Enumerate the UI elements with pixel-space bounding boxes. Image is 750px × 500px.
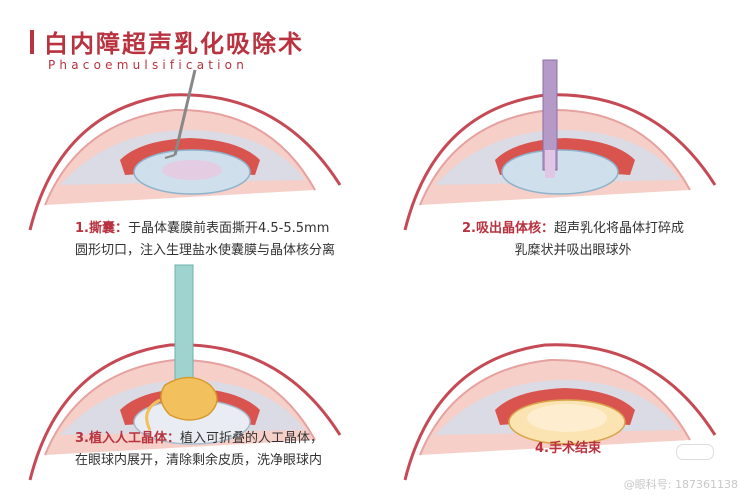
step-2-illustration bbox=[403, 59, 717, 231]
step-3-text-line1: 植入可折叠的人工晶体， bbox=[179, 431, 323, 446]
title-accent-bar bbox=[30, 30, 34, 54]
page-title: 白内障超声乳化吸除术 bbox=[44, 30, 304, 58]
step-3-text-line2: 在眼球内展开，清除剩余皮质，洗净眼球内 bbox=[75, 453, 323, 468]
step-4-panel: 4.手术结束 bbox=[375, 250, 750, 500]
watermark-logo bbox=[676, 444, 714, 460]
step-2-text-line1: 超声乳化将晶体打碎成 bbox=[553, 221, 684, 236]
step-3-caption: 3.植入人工晶体：植入可折叠的人工晶体， 在眼球内展开，清除剩余皮质，洗净眼球内 bbox=[75, 428, 323, 472]
step-1-label: 1.撕囊： bbox=[75, 221, 128, 236]
step-2-caption: 2.吸出晶体核：超声乳化将晶体打碎成 乳糜状并吸出眼球外 bbox=[453, 218, 693, 262]
step-2-text-line2: 乳糜状并吸出眼球外 bbox=[514, 243, 632, 258]
watermark-text: @眼科号: 187361138 bbox=[623, 478, 738, 491]
step-2-label: 2.吸出晶体核： bbox=[462, 221, 554, 236]
step-4-caption: 4.手术结束 bbox=[535, 438, 601, 460]
step-4-illustration bbox=[403, 343, 717, 481]
step-1-text-line2: 圆形切口，注入生理盐水使囊膜与晶体核分离 bbox=[75, 243, 336, 258]
page-subtitle: Phacoemulsification bbox=[48, 58, 249, 72]
step-1-illustration bbox=[28, 69, 342, 231]
step-1-text-line1: 于晶体囊膜前表面撕开4.5-5.5mm bbox=[127, 221, 330, 236]
step-1-caption: 1.撕囊：于晶体囊膜前表面撕开4.5-5.5mm 圆形切口，注入生理盐水使囊膜与… bbox=[75, 218, 335, 262]
step-4-label: 4.手术结束 bbox=[535, 441, 601, 456]
step-1-panel: 1.撕囊：于晶体囊膜前表面撕开4.5-5.5mm 圆形切口，注入生理盐水使囊膜与… bbox=[0, 0, 375, 258]
step-3-panel: 3.植入人工晶体：植入可折叠的人工晶体， 在眼球内展开，清除剩余皮质，洗净眼球内 bbox=[0, 250, 375, 500]
step-2-panel: 2.吸出晶体核：超声乳化将晶体打碎成 乳糜状并吸出眼球外 bbox=[375, 0, 750, 258]
step-3-label: 3.植入人工晶体： bbox=[75, 431, 180, 446]
step-3-illustration bbox=[28, 264, 342, 481]
